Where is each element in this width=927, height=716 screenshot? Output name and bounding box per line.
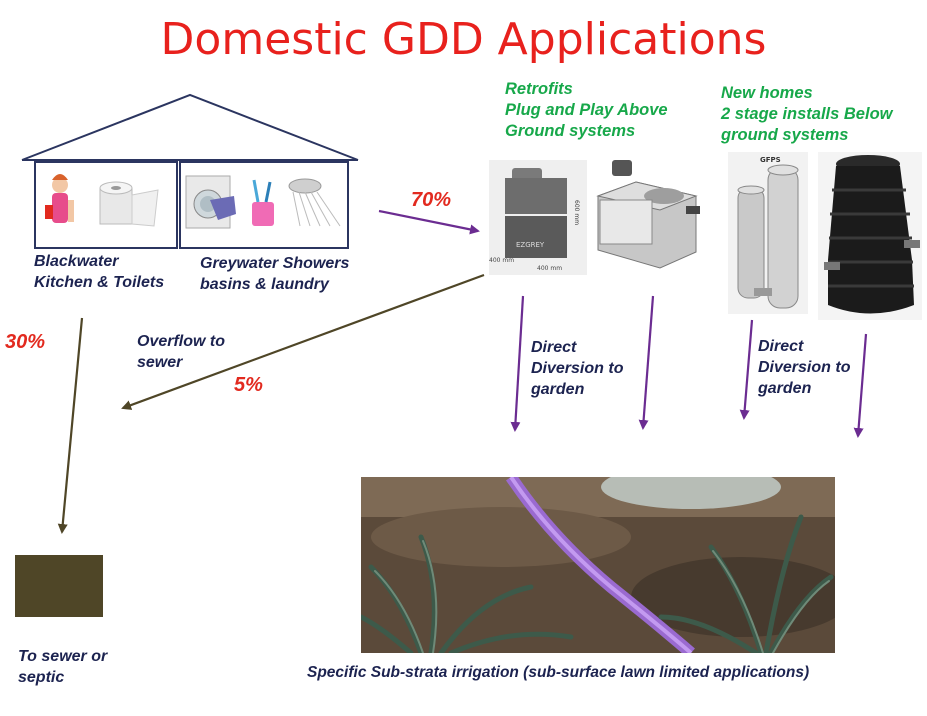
below-ground-tank-image	[818, 152, 922, 320]
arrow-diversion-2	[643, 296, 653, 428]
overflow-label: Overflow to sewer	[137, 331, 225, 373]
toothbrush-cup-icon	[252, 180, 274, 226]
retrofit-tank-image	[596, 160, 700, 270]
arrow-diversion-4	[858, 334, 866, 436]
irrigation-photo	[361, 477, 835, 653]
new-homes-label: New homes 2 stage installs Below ground …	[721, 83, 892, 146]
direct-diversion-right-label: Direct Diversion to garden	[758, 336, 850, 399]
svg-text:600 mm: 600 mm	[573, 200, 580, 225]
person-cleaning-icon	[45, 174, 74, 223]
percent-70-label: 70%	[411, 189, 451, 212]
gfps-unit-image: GFPS	[728, 152, 808, 314]
percent-5-label: 5%	[234, 374, 263, 397]
direct-diversion-left-label: Direct Diversion to garden	[531, 337, 623, 400]
arrow-70-percent	[379, 211, 478, 231]
arrow-diversion-1	[515, 296, 523, 430]
svg-text:400 mm: 400 mm	[537, 265, 562, 272]
arrow-blackwater-to-sewer	[62, 318, 82, 532]
blackwater-label: Blackwater Kitchen & Toilets	[34, 251, 164, 293]
retrofits-label: Retrofits Plug and Play Above Ground sys…	[505, 79, 668, 142]
ezgrey-unit-image: EZGREY 600 mm 400 mm 400 mm	[489, 160, 587, 275]
to-sewer-label: To sewer or septic	[18, 646, 107, 688]
washing-machine-icon	[186, 176, 236, 228]
percent-30-label: 30%	[5, 331, 45, 354]
toilet-roll-icon	[100, 182, 158, 226]
ezgrey-label: EZGREY	[516, 241, 545, 249]
greywater-label: Greywater Showers basins & laundry	[200, 253, 349, 295]
irrigation-caption: Specific Sub-strata irrigation (sub-surf…	[307, 662, 809, 683]
shower-head-icon	[289, 179, 340, 226]
gfps-label: GFPS	[760, 156, 781, 164]
svg-text:400 mm: 400 mm	[489, 257, 514, 264]
sewer-septic-box	[15, 555, 103, 617]
arrow-diversion-3	[744, 320, 752, 418]
